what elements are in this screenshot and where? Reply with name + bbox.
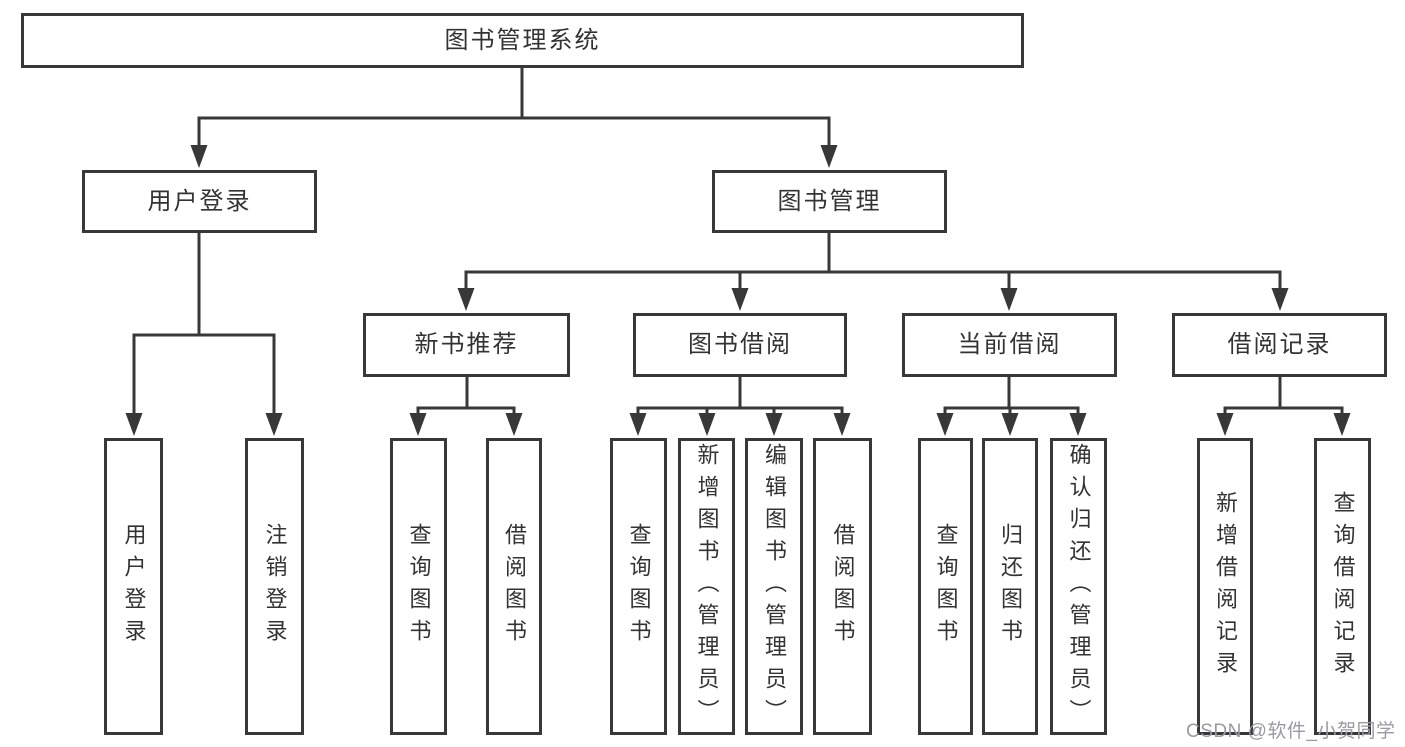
arrowhead: [409, 413, 427, 436]
node-leaf-rd-query-record: 查询借阅记录: [1314, 438, 1371, 735]
node-new-book-rec: 新书推荐: [363, 313, 570, 377]
connector-user-login-to-leaves: [125, 233, 283, 436]
arrowhead: [505, 413, 523, 436]
node-user-login: 用户登录: [82, 170, 317, 233]
node-leaf-bb-edit-books-admin: 编辑图书（管理员）: [745, 438, 803, 735]
arrowhead: [833, 413, 851, 436]
arrowhead: [1333, 413, 1351, 436]
arrowhead: [457, 288, 475, 311]
node-book-mgmt: 图书管理: [712, 170, 947, 233]
node-root: 图书管理系统: [21, 13, 1024, 68]
arrowhead: [731, 288, 749, 311]
arrowhead: [1000, 288, 1018, 311]
arrowhead: [1271, 288, 1289, 311]
connector-root-to-level2: [190, 68, 838, 168]
node-leaf-rec-borrow-books: 借阅图书: [486, 438, 542, 735]
node-leaf-bb-query-books: 查询图书: [610, 438, 667, 735]
arrowhead: [190, 145, 208, 168]
arrowhead: [936, 413, 954, 436]
node-leaf-bb-borrow-books: 借阅图书: [813, 438, 872, 735]
connector-current-borrow-to-leaves: [936, 377, 1087, 436]
arrowhead: [1001, 413, 1019, 436]
arrowhead: [1069, 413, 1087, 436]
connector-new-rec-to-leaves: [409, 377, 523, 436]
arrowhead: [765, 413, 783, 436]
node-leaf-cb-query-books: 查询图书: [918, 438, 973, 735]
node-current-borrow: 当前借阅: [902, 313, 1117, 377]
arrowhead: [629, 413, 647, 436]
node-leaf-cb-confirm-return-admin: 确认归还（管理员）: [1050, 438, 1107, 735]
connector-records-to-leaves: [1216, 377, 1351, 436]
watermark: CSDN @软件_小贺同学: [1186, 721, 1396, 742]
connector-book-borrow-to-leaves: [629, 377, 851, 436]
arrowhead: [698, 413, 716, 436]
node-leaf-rd-add-record: 新增借阅记录: [1197, 438, 1253, 735]
node-leaf-rec-query-books: 查询图书: [390, 438, 447, 735]
node-leaf-cb-return-books: 归还图书: [982, 438, 1038, 735]
node-leaf-bb-add-books-admin: 新增图书（管理员）: [678, 438, 735, 735]
arrowhead: [265, 413, 283, 436]
node-leaf-user-login: 用户登录: [104, 438, 163, 735]
arrowhead: [1216, 413, 1234, 436]
node-borrow-records: 借阅记录: [1172, 313, 1387, 377]
node-book-borrow: 图书借阅: [633, 313, 847, 377]
arrowhead: [125, 413, 143, 436]
connector-book-mgmt-to-level3: [457, 233, 1289, 311]
node-leaf-logout: 注销登录: [245, 438, 304, 735]
arrowhead: [820, 145, 838, 168]
